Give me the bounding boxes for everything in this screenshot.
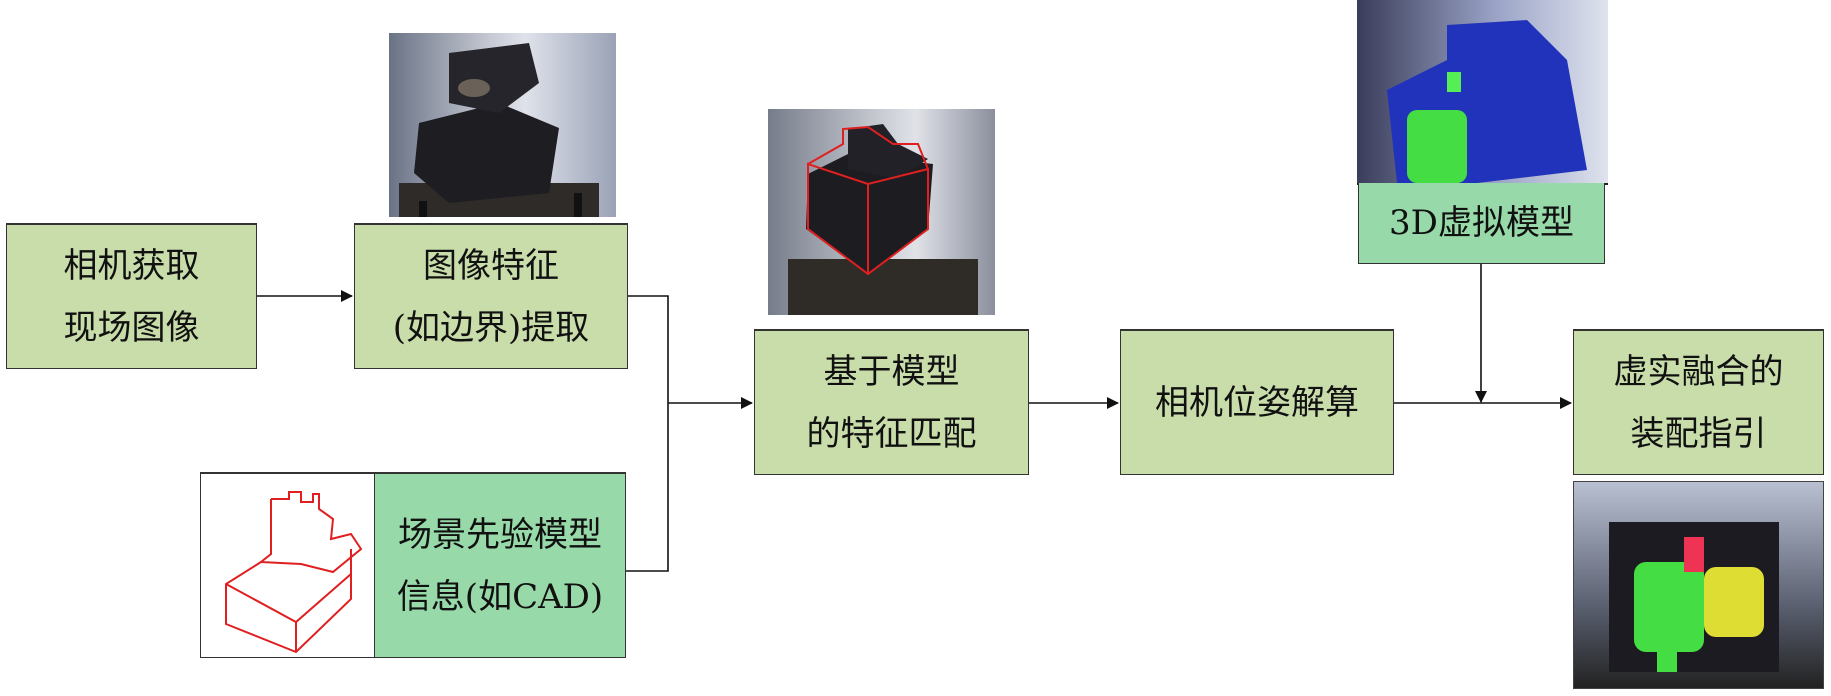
model-feature-matching-box: 基于模型 的特征匹配 (754, 329, 1029, 475)
node-label: 场景先验模型 (398, 514, 602, 555)
node-label: 基于模型 (823, 351, 960, 392)
node-label: (如边界)提取 (392, 307, 590, 348)
node-label: 相机获取 (63, 245, 200, 286)
node-label: 装配指引 (1630, 413, 1767, 454)
prior-model-box: 场景先验模型 信息(如CAD) (200, 472, 626, 658)
line-feature-to-junction (626, 295, 669, 572)
node-label: 相机位姿解算 (1155, 382, 1359, 423)
feature-extraction-box: 图像特征 (如边界)提取 (354, 223, 628, 369)
node-label: 图像特征 (423, 245, 559, 286)
virtual-model-box: 3D虚拟模型 (1358, 183, 1605, 264)
node-label: 的特征匹配 (806, 413, 977, 454)
cad-wireframe-icon (201, 474, 375, 657)
virtual-model-render (1357, 0, 1608, 185)
capture-image-box: 相机获取 现场图像 (6, 223, 257, 369)
node-label: 3D虚拟模型 (1389, 203, 1574, 243)
node-label: 信息(如CAD) (396, 576, 604, 617)
pose-estimation-box: 相机位姿解算 (1120, 329, 1394, 475)
fusion-guidance-box: 虚实融合的 装配指引 (1573, 329, 1824, 475)
node-label: 现场图像 (63, 307, 200, 348)
edge-matching-photo (768, 109, 995, 315)
camera-image-photo (389, 33, 616, 217)
fusion-result-photo (1573, 481, 1824, 689)
node-label: 虚实融合的 (1613, 351, 1784, 392)
